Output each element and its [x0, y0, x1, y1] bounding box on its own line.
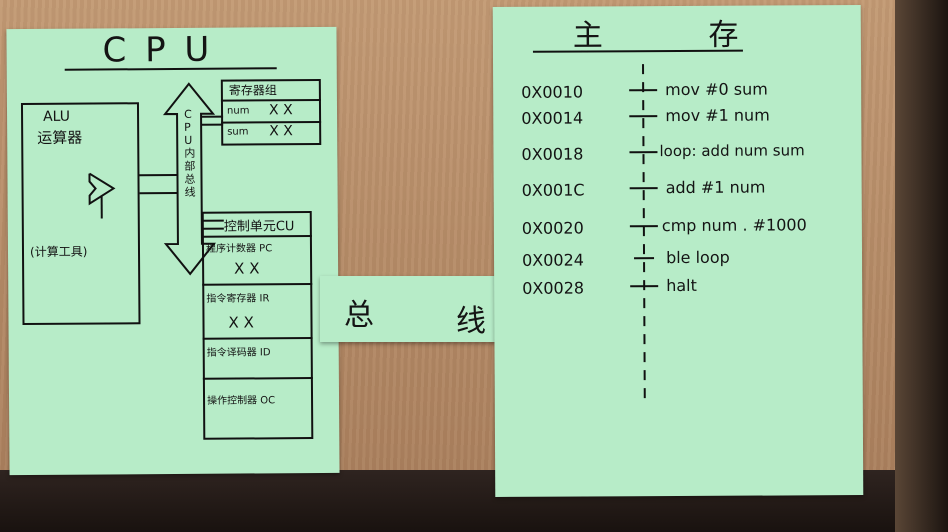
- internal-bus-arrow: [162, 82, 217, 276]
- internal-bus-label: CPU内部总线: [184, 107, 196, 199]
- memory-row-4-instruction: cmp num . #1000: [661, 215, 807, 236]
- bus-strip-char-left: 总: [344, 298, 374, 333]
- cu-pc-label: 程序计数器 PC: [205, 243, 273, 255]
- memory-address-axis: [629, 64, 659, 407]
- cu-ir-label: 指令寄存器 IR: [206, 293, 270, 305]
- bus-reg-connector-top: [201, 115, 224, 118]
- cu-pc-value: X X: [234, 259, 260, 278]
- memory-row-0-instruction: mov #0 sum: [665, 79, 768, 100]
- register-name-sum: sum: [227, 126, 249, 138]
- memory-row-6-instruction: halt: [666, 275, 697, 296]
- register-name-num: num: [226, 105, 250, 117]
- register-value-num: X X: [268, 102, 293, 119]
- cpu-paper-sheet: C P U ALU 运算器 (计算工具) CPU内部总线 寄存器组 num X …: [6, 26, 340, 476]
- register-value-sum: X X: [269, 123, 293, 140]
- control-unit-title: 控制单元CU: [223, 219, 295, 235]
- memory-paper-sheet: 主 存 0X0010 0X0014 0X0018 0X001C 0X0020 0…: [492, 5, 864, 497]
- cu-oc-label: 操作控制器 OC: [207, 395, 276, 407]
- alu-symbol-icon: [88, 172, 116, 219]
- memory-row-5-instruction: ble loop: [665, 247, 730, 268]
- memory-row-2-instruction: loop: add num sum: [659, 141, 805, 161]
- register-group-title: 寄存器组: [228, 83, 277, 98]
- right-shadow: [895, 0, 948, 532]
- bus-strip-char-right: 线: [456, 304, 486, 339]
- bus-paper-strip: [320, 276, 502, 342]
- memory-row-3-instruction: add #1 num: [665, 177, 766, 198]
- cu-ir-value: X X: [228, 313, 254, 332]
- memory-row-1-instruction: mov #1 num: [665, 105, 770, 126]
- bus-reg-connector-bottom: [201, 123, 224, 126]
- cu-id-label: 指令译码器 ID: [206, 347, 271, 359]
